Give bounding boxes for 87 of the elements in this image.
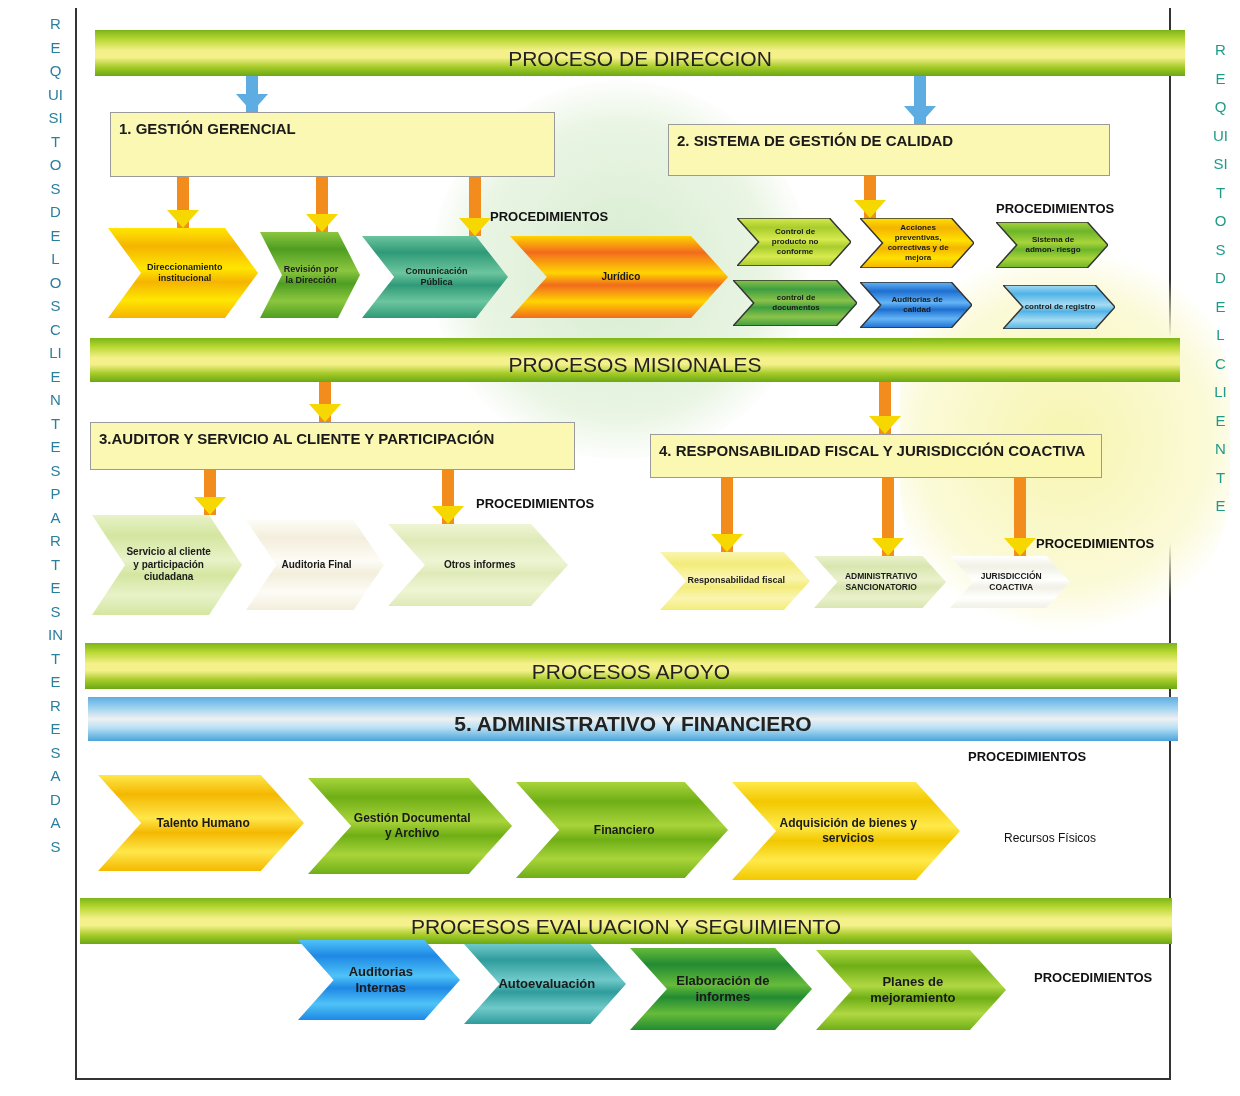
process-step	[92, 515, 242, 615]
chevron-label: control de registro	[1024, 302, 1096, 312]
process-step	[630, 948, 812, 1030]
block-arrow	[306, 177, 338, 232]
block-arrow	[854, 176, 886, 218]
process-band	[90, 338, 1180, 382]
process-step	[298, 940, 460, 1020]
chevron-label: Otros informes	[444, 558, 516, 572]
band-title: PROCESOS MISIONALES	[508, 351, 762, 378]
band-title: 5. ADMINISTRATIVO Y FINANCIERO	[454, 710, 812, 737]
process-step	[814, 556, 946, 608]
chevron-label: Talento Humano	[156, 815, 250, 831]
block-arrow	[167, 177, 199, 228]
chevron-label: Sistema de admon- riesgo	[1024, 235, 1082, 255]
block-arrow	[1004, 478, 1036, 556]
chevron-label: Elaboración de informes	[675, 972, 771, 1006]
process-step	[464, 944, 626, 1024]
section-label: PROCEDIMIENTOS	[968, 748, 1087, 766]
block-arrow	[194, 470, 226, 515]
process-box	[90, 422, 575, 470]
band-title: PROCESOS EVALUACION Y SEGUIMIENTO	[410, 913, 842, 940]
box-title: 1. GESTIÓN GERENCIAL	[119, 120, 296, 137]
chevron-label: Servicio al cliente y participación ciudadana	[125, 546, 212, 584]
section-label: PROCEDIMIENTOS	[490, 208, 609, 226]
band-title: PROCESO DE DIRECCION	[508, 45, 772, 72]
process-step	[950, 556, 1070, 608]
box-title: 2. SISTEMA DE GESTIÓN DE CALIDAD	[677, 132, 954, 149]
process-box	[110, 112, 555, 177]
band-title: PROCESOS APOYO	[531, 658, 731, 685]
chevron-label: Auditorias Internas	[347, 963, 414, 997]
block-arrow	[432, 470, 464, 524]
chevron-label: JURISDICCIÓN COACTIVA	[979, 571, 1043, 593]
process-step	[816, 950, 1006, 1030]
vertical-label: REQUISITOS DE LOS CLIENTES PARTES INTERESADAS	[48, 14, 63, 857]
block-arrow	[904, 76, 936, 124]
process-band	[85, 643, 1177, 689]
chevron-label: Adquisición de bienes y servicios	[778, 816, 918, 846]
section-label: PROCEDIMIENTOS	[1036, 535, 1155, 553]
vertical-label: REQUISITOS DEL CLIENTE	[1213, 40, 1228, 516]
process-step	[98, 775, 304, 871]
box-title: 3.AUDITOR Y SERVICIO AL CLIENTE Y PARTICIPACIÓN	[99, 430, 495, 447]
process-step	[996, 222, 1108, 268]
process-band	[95, 30, 1185, 76]
chevron-label: Control de producto no conforme	[770, 227, 820, 257]
section-label: PROCEDIMIENTOS	[476, 495, 595, 513]
chevron-label: Autoevaluación	[498, 975, 596, 993]
process-step	[732, 782, 960, 880]
block-arrow	[872, 478, 904, 556]
chevron-label: Direccionamiento institucional	[145, 261, 224, 285]
chevron-label: ADMINISTRATIVO SANCIONATORIO	[843, 571, 919, 593]
chevron-label: Auditoria Final	[281, 558, 352, 572]
chevron-label: Auditorias de calidad	[890, 295, 944, 315]
process-step	[260, 232, 360, 318]
block-arrow	[459, 177, 491, 236]
process-step	[362, 236, 508, 318]
block-arrow	[236, 76, 268, 112]
process-step	[510, 236, 728, 318]
process-box	[650, 434, 1102, 478]
chevron-label: Revisión por la Dirección	[282, 263, 340, 287]
process-step	[733, 280, 857, 326]
process-step	[737, 218, 851, 266]
chevron-label: Planes de mejoramiento	[869, 973, 957, 1007]
process-label: Recursos Físicos	[1004, 830, 1097, 847]
section-label: PROCEDIMIENTOS	[1034, 969, 1153, 987]
chevron-label: Financiero	[593, 822, 655, 838]
process-band	[88, 697, 1178, 741]
process-step	[246, 520, 384, 610]
box-title: 4. RESPONSABILIDAD FISCAL Y JURISDICCIÓN COACTIVA	[659, 442, 1086, 459]
process-step	[108, 228, 258, 318]
process-step	[388, 524, 568, 606]
process-step	[1003, 285, 1115, 329]
process-step	[860, 282, 972, 328]
process-step	[860, 218, 974, 268]
section-label: PROCEDIMIENTOS	[996, 200, 1115, 218]
process-step	[660, 552, 810, 610]
chevron-label: Responsabilidad fiscal	[687, 575, 786, 587]
block-arrow	[309, 382, 341, 422]
chevron-label: control de documentos	[771, 293, 821, 313]
block-arrow	[869, 382, 901, 434]
process-box	[668, 124, 1110, 176]
process-step	[516, 782, 728, 878]
chevron-label: Comunicación Pública	[404, 265, 469, 289]
chevron-label: Jurídico	[601, 270, 641, 284]
chevron-label: Acciones preventivas, correctivas y de mejora	[886, 223, 950, 263]
process-step	[308, 778, 512, 874]
chevron-label: Gestión Documental y Archivo	[352, 811, 472, 841]
block-arrow	[711, 478, 743, 552]
